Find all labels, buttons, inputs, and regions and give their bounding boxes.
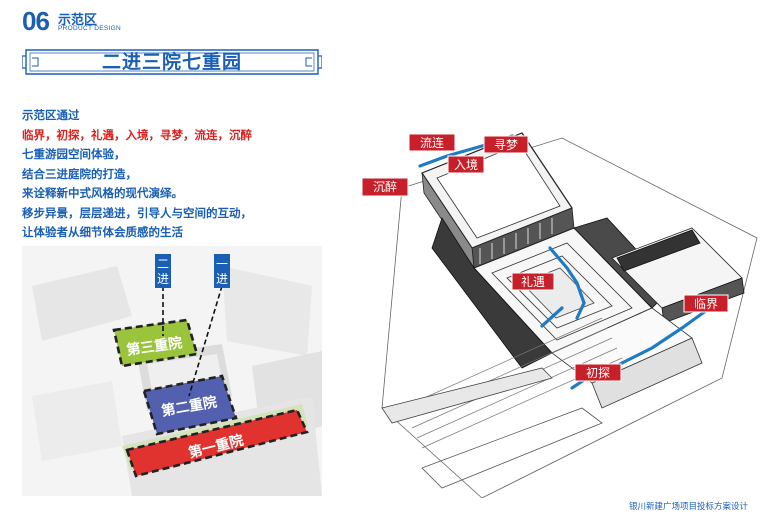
stage-label-chutan: 初探 (586, 366, 610, 380)
jin-1-label-a: 一 (216, 257, 228, 271)
jin-1-label-b: 进 (216, 272, 228, 286)
intro-line: 示范区通过 (22, 108, 80, 122)
jin-2-box (155, 254, 171, 288)
stage-label-liulian: 流连 (420, 135, 444, 150)
stage-label-xunmeng: 寻梦 (494, 138, 518, 152)
courtyard-2-shape (142, 374, 238, 436)
jin-2-label-b: 进 (157, 272, 169, 286)
jin-1-box (214, 254, 230, 288)
intro-text: 示范区通过 临界，初探，礼遇，入境，寻梦，流连，沉醉 七重游园空间体验， 结合三… (22, 106, 322, 243)
intro-line: 移步异景，层层递进，引导人与空间的互动， (22, 205, 252, 220)
intro-line: 来诠释新中式风格的现代演绎。 (22, 186, 183, 200)
intro-line-stages: 临界，初探，礼遇，入境，寻梦，流连，沉醉 (22, 127, 252, 142)
stage-label-linjie: 临界 (694, 297, 718, 311)
jin-1-axis (188, 285, 223, 397)
stage-label-liyu: 礼遇 (521, 274, 545, 289)
courtyard-1-shape (125, 408, 309, 478)
stage-label-rujing: 入境 (454, 157, 478, 172)
section-number: 06 (22, 6, 50, 36)
stage-label-chenzui: 沉醉 (373, 179, 397, 194)
banner-title: 二进三院七重园 (101, 51, 242, 73)
section-subtitle: PRODUCT DESIGN (58, 25, 121, 32)
courtyard-3-shape (112, 318, 199, 368)
intro-line: 七重游园空间体验， (22, 147, 126, 161)
footer-project-name: 银川新建广场项目投标方案设计 (628, 502, 748, 512)
title-banner-frame (22, 49, 322, 75)
intro-line: 结合三进庭院的打造， (22, 166, 137, 181)
section-title: 示范区 (58, 13, 98, 28)
site-axonometric: 流连 寻梦 入境 沉醉 礼遇 临界 初探 (362, 132, 758, 498)
courtyard-diagram: 二 进 一 进 第三重院 第二重院 第一重院 (22, 246, 322, 496)
intro-line: 让体验者从细节体会质感的生活 (22, 225, 183, 239)
jin-2-label-a: 二 (157, 257, 169, 271)
